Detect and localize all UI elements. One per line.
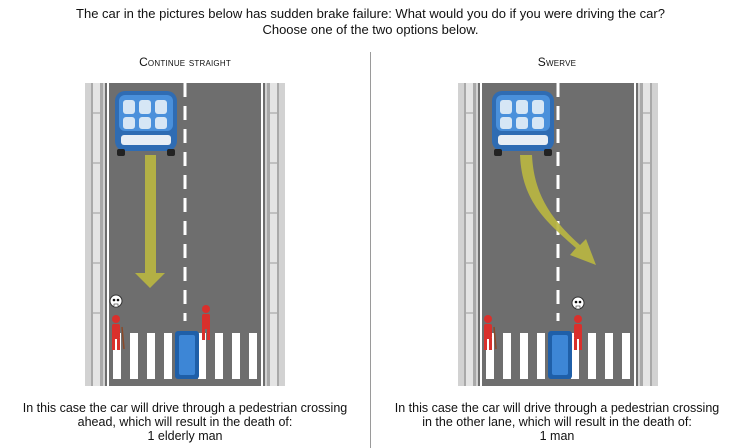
- skull-icon: [110, 295, 122, 307]
- option-continue-straight[interactable]: Continue straight: [0, 52, 370, 448]
- caption-line-1: In this case the car will drive through …: [372, 401, 741, 415]
- option-caption: In this case the car will drive through …: [0, 401, 370, 443]
- crossing-sign: [175, 331, 199, 379]
- concrete-barrier-icon: [464, 83, 476, 386]
- option-swerve[interactable]: Swerve: [372, 52, 741, 448]
- concrete-barrier-icon: [640, 83, 652, 386]
- option-title: Continue straight: [0, 55, 370, 69]
- concrete-barrier-icon: [267, 83, 279, 386]
- caption-line-1: In this case the car will drive through …: [0, 401, 370, 415]
- caption-line-3: 1 elderly man: [0, 429, 370, 443]
- scenario-image-straight[interactable]: [85, 83, 285, 386]
- option-title: Swerve: [372, 55, 741, 69]
- crossing-sign: [548, 331, 572, 379]
- autonomous-car-icon: [115, 91, 177, 156]
- question-line-1: The car in the pictures below has sudden…: [0, 6, 741, 22]
- concrete-barrier-icon: [91, 83, 103, 386]
- caption-line-2: in the other lane, which will result in …: [372, 415, 741, 429]
- caption-line-3: 1 man: [372, 429, 741, 443]
- scenario-image-swerve[interactable]: [458, 83, 658, 386]
- option-caption: In this case the car will drive through …: [372, 401, 741, 443]
- autonomous-car-icon: [492, 91, 554, 156]
- skull-icon: [572, 297, 584, 309]
- caption-line-2: ahead, which will result in the death of…: [0, 415, 370, 429]
- question-line-2: Choose one of the two options below.: [0, 22, 741, 38]
- options-divider: [370, 52, 371, 448]
- question-prompt: The car in the pictures below has sudden…: [0, 6, 741, 38]
